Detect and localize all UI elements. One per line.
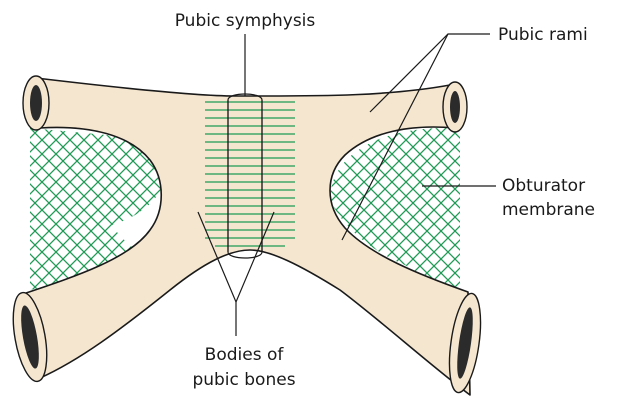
label-obturator-line2: membrane bbox=[502, 200, 595, 220]
label-pubic-symphysis: Pubic symphysis bbox=[175, 11, 316, 31]
label-bodies-line2: pubic bones bbox=[192, 370, 295, 390]
cut-end-upper-left bbox=[23, 76, 49, 130]
label-bodies-line1: Bodies of bbox=[205, 345, 285, 365]
cut-end-upper-right bbox=[443, 82, 467, 132]
label-obturator-line1: Obturator bbox=[502, 176, 585, 196]
label-pubic-rami: Pubic rami bbox=[498, 25, 588, 45]
